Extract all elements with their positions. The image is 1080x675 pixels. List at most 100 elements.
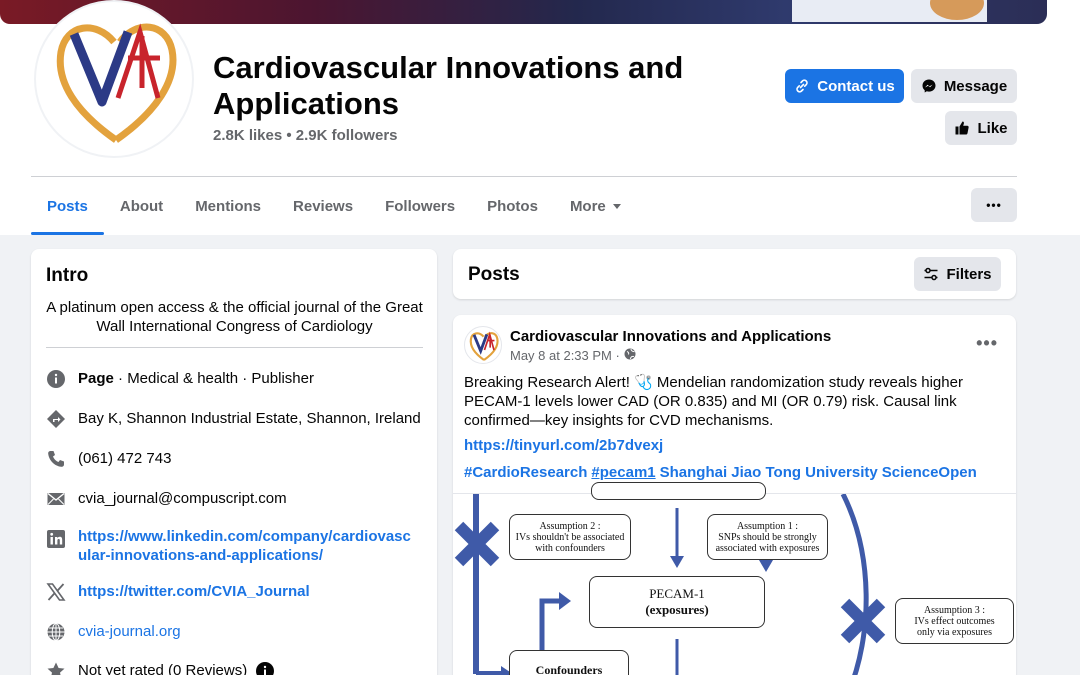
directions-icon [46,409,66,429]
tab-label: About [119,198,164,215]
tab-posts[interactable]: Posts [31,178,104,235]
intro-card: Intro A platinum open access & the offic… [31,249,437,675]
diagram-pecam-box: PECAM-1 (exposures) [589,576,765,628]
intro-divider [46,347,423,348]
like-button[interactable]: Like [945,111,1017,145]
hashtag-link[interactable]: #CardioResearch [464,464,588,481]
diagram-assumption-1: Assumption 1 : SNPs should be strongly a… [707,514,828,560]
posts-header-card: Posts Filters [453,249,1016,299]
post-card: Cardiovascular Innovations and Applicati… [453,315,1016,675]
diagram-assumption-2: Assumption 2 : IVs shouldn't be associat… [509,514,631,560]
tab-label: Followers [385,198,456,215]
intro-twitter-link[interactable]: https://twitter.com/CVIA_Journal [78,583,310,600]
cross-mark-icon [454,521,500,567]
post-url-link[interactable]: https://tinyurl.com/2b7dvexj [464,437,664,454]
intro-address[interactable]: Bay K, Shannon Industrial Estate, Shanno… [78,410,421,427]
message-label: Message [943,77,1008,95]
caret-down-icon [612,204,621,209]
cross-mark-icon [840,598,886,644]
page-avatar[interactable] [34,0,194,158]
intro-twitter-row: https://twitter.com/CVIA_Journal [46,582,426,602]
header-divider [31,176,1017,177]
intro-title: Intro [46,265,89,286]
post-tags: #CardioResearch #pecam1 Shanghai Jiao To… [464,464,977,481]
diagram-text: with confounders [535,542,605,554]
tab-label: Reviews [293,198,354,215]
filters-icon [924,267,938,281]
post-more-button[interactable]: ••• [976,333,998,353]
cover-photo[interactable] [0,0,1047,24]
link-icon [796,79,808,93]
diagram-text: PECAM-1 [649,586,705,601]
intro-linkedin-link[interactable]: https://www.linkedin.com/company/cardiov… [78,528,411,564]
linkedin-icon [46,529,66,549]
diagram-text: Assumption 3 : [923,604,986,616]
post-image-diagram[interactable]: Assumption 2 : IVs shouldn't be associat… [453,482,1016,675]
post-author-name[interactable]: Cardiovascular Innovations and Applicati… [510,328,832,345]
info-icon[interactable] [255,661,275,675]
diagram-assumption-3: Assumption 3 : IVs effect outcomes only … [895,598,1014,644]
hashtag-link[interactable]: #pecam1 [591,464,656,481]
tab-more[interactable]: More [554,178,637,235]
mention-link[interactable]: Shanghai Jiao Tong University [659,464,878,481]
post-author-avatar[interactable] [464,326,502,364]
intro-phone[interactable]: (061) 472 743 [78,450,172,467]
intro-bio: A platinum open access & the official jo… [46,299,423,335]
tab-label: Posts [47,198,88,215]
page-tabs: Posts About Mentions Reviews Followers P… [31,178,637,235]
diagram-text: only via exposures [917,626,992,638]
intro-rating: Not yet rated (0 Reviews) [78,662,248,675]
more-options-button[interactable]: ••• [971,188,1017,222]
tab-mentions[interactable]: Mentions [179,178,277,235]
tab-label: Photos [487,198,538,215]
intro-website-row: cvia-journal.org [46,622,426,642]
x-logo-icon [46,582,66,602]
diagram-text: (exposures) [645,602,709,617]
diagram-text: IVs effect outcomes [914,615,995,627]
intro-email-row: cvia_journal@compuscript.com [46,489,426,509]
tab-label: Mentions [195,198,262,215]
diagram-text: SNPs should be strongly [718,531,817,543]
post-text: Breaking Research Alert! 🩺 Mendelian ran… [464,374,963,429]
mention-link[interactable]: ScienceOpen [881,464,977,481]
intro-category-row: Page · Medical & health · Publisher [46,369,426,389]
intro-category-text: Page · Medical & health · Publisher [78,369,314,388]
message-button[interactable]: Message [911,69,1017,103]
tab-followers[interactable]: Followers [369,178,471,235]
diagram-text: IVs shouldn't be associated [515,531,625,543]
tab-photos[interactable]: Photos [471,178,554,235]
page-category: · Medical & health · Publisher [113,370,314,387]
intro-email[interactable]: cvia_journal@compuscript.com [78,490,287,507]
contact-us-button[interactable]: Contact us [785,69,904,103]
post-meta: May 8 at 2:33 PM · [510,348,636,363]
tab-reviews[interactable]: Reviews [277,178,369,235]
intro-address-row: Bay K, Shannon Industrial Estate, Shanno… [46,409,426,429]
envelope-icon [46,489,66,509]
diagram-confounders-box: Confounders [509,650,629,675]
star-icon [46,661,66,675]
tab-about[interactable]: About [104,178,179,235]
diagram-text: Confounders [535,663,603,675]
page-stats[interactable]: 2.8K likes • 2.9K followers [213,127,398,144]
filters-label: Filters [946,265,992,283]
contact-us-label: Contact us [817,77,895,95]
cover-photo-badge [930,0,984,20]
info-icon [46,369,66,389]
intro-linkedin-row: https://www.linkedin.com/company/cardiov… [46,527,426,565]
more-options-label: ••• [986,198,1002,212]
filters-button[interactable]: Filters [914,257,1001,291]
diagram-top-box [591,482,766,500]
like-label: Like [977,119,1008,137]
phone-icon [46,449,66,469]
page-title: Cardiovascular Innovations and Applicati… [213,50,684,121]
post-timestamp[interactable]: May 8 at 2:33 PM · [510,348,620,363]
intro-website-link[interactable]: cvia-journal.org [78,623,181,640]
thumbs-up-icon [955,121,970,135]
diagram-text: Assumption 2 : [539,520,601,532]
diagram-text: Assumption 1 : [736,520,799,532]
posts-title: Posts [468,264,520,285]
journal-logo-icon [56,23,177,143]
messenger-icon [922,79,936,93]
intro-rating-row: Not yet rated (0 Reviews) [46,661,426,675]
tab-label: More [569,198,606,215]
